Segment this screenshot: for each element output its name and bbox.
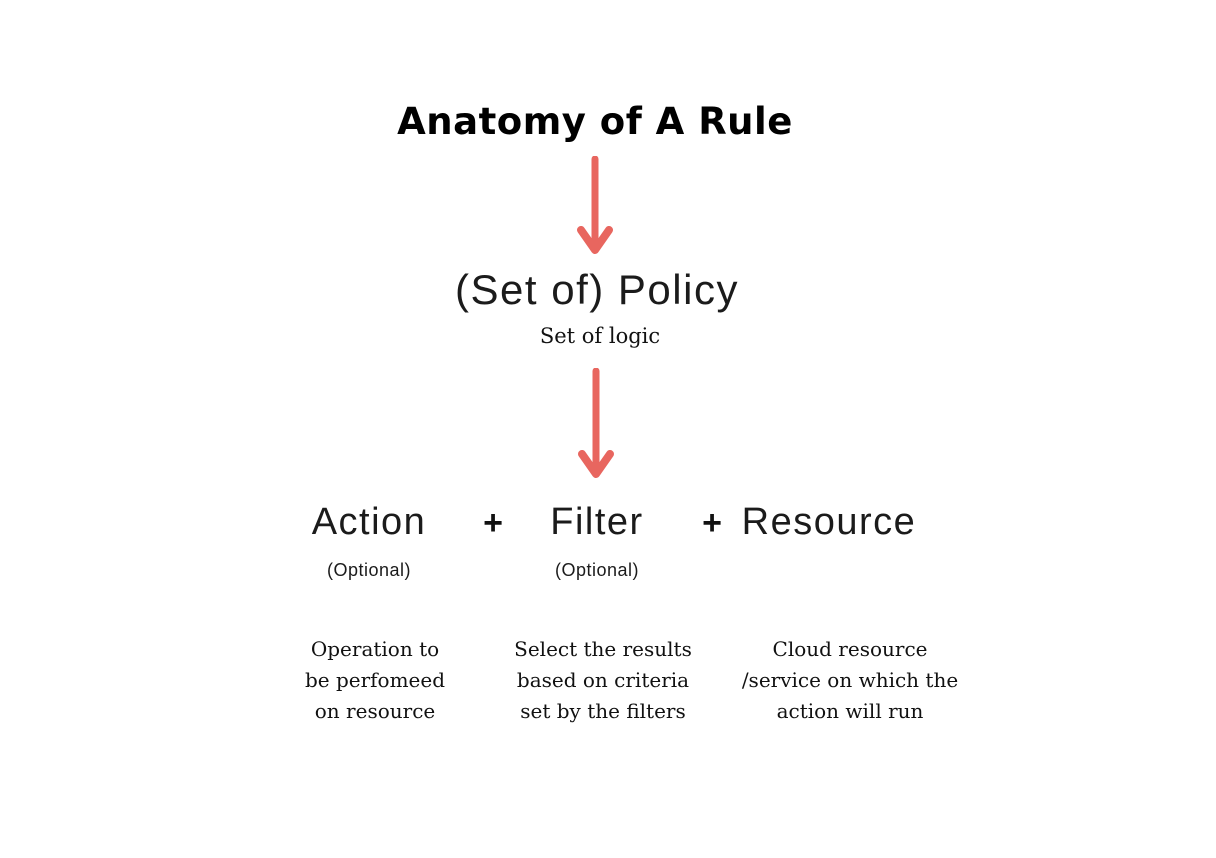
- down-arrow-head: [578, 450, 614, 478]
- page-title: Anatomy of A Rule: [397, 100, 793, 143]
- down-arrow-icon: [578, 368, 614, 478]
- component-description-filter: Select the results based on criteria set…: [514, 637, 692, 723]
- component-label-resource: Resource: [741, 501, 917, 543]
- component-label-action: Action: [311, 501, 427, 543]
- component-filter: Filter (Optional): [497, 501, 697, 581]
- plus-operator: +: [702, 504, 722, 542]
- component-note-action: (Optional): [326, 560, 412, 580]
- component-note-filter: (Optional): [554, 560, 640, 580]
- down-arrow-head: [577, 226, 613, 254]
- component-description-resource: Cloud resource /service on which the act…: [741, 637, 959, 723]
- component-resource: Resource: [729, 501, 929, 544]
- policy-label: (Set of) Policy: [455, 266, 739, 313]
- down-arrow-icon: [577, 156, 613, 254]
- component-description-action: Operation to be perfomeed on resource: [304, 637, 446, 723]
- plus-operator: +: [483, 504, 503, 542]
- policy-subtitle: Set of logic: [539, 324, 661, 348]
- component-label-filter: Filter: [550, 501, 644, 543]
- component-action: Action (Optional): [269, 501, 469, 581]
